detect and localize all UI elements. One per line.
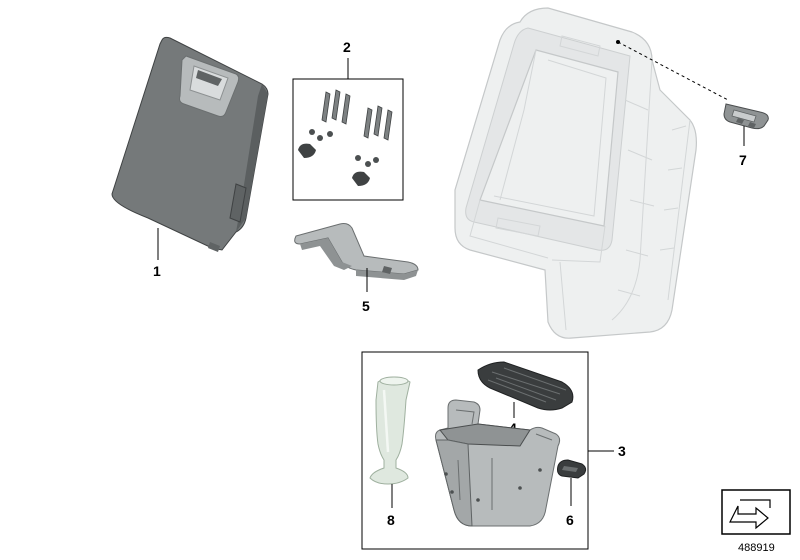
- part-7-bracket[interactable]: [723, 103, 769, 130]
- callout-8: 8: [387, 512, 395, 528]
- part-5-trim-strip[interactable]: [294, 223, 419, 281]
- callout-3: 3: [618, 443, 626, 459]
- part-1-cover-lid[interactable]: [111, 36, 269, 252]
- callout-6: 6: [566, 512, 574, 528]
- leader-7-dot: [616, 40, 620, 44]
- console-housing-ghost: [454, 7, 697, 339]
- callout-1: 1: [153, 263, 161, 279]
- leader-7-dashed: [617, 41, 729, 101]
- diagram-id: 488919: [738, 542, 775, 554]
- callout-5: 5: [362, 298, 370, 314]
- arrow-in-frame-icon: [721, 489, 791, 535]
- fastener-clips: [298, 89, 393, 186]
- part-4-rubber-mat[interactable]: [477, 361, 574, 411]
- callout-7: 7: [739, 152, 747, 168]
- part-6-catch[interactable]: [557, 459, 587, 479]
- part-2-fastener-kit[interactable]: [292, 78, 404, 201]
- cup-holder-insert[interactable]: [435, 399, 561, 527]
- callout-2: 2: [343, 39, 351, 55]
- part-8-vase[interactable]: [369, 376, 411, 485]
